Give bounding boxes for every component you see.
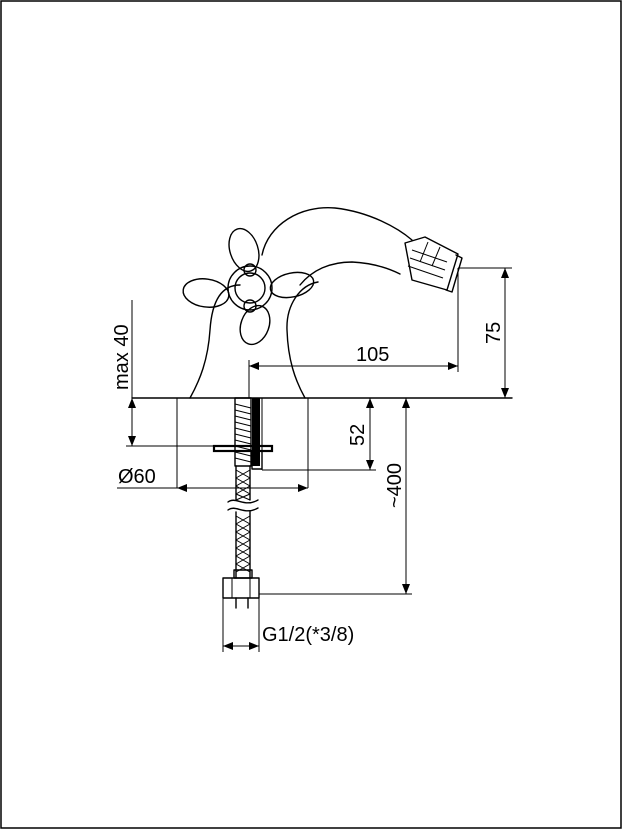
label-thread: G1/2(*3/8) [262,624,354,646]
dim-max-deck: max 40 [111,300,214,447]
dim-spout-height: 75 [458,267,512,398]
label-base-diameter: Ø60 [118,466,156,488]
label-hose-length: ~400 [384,463,406,508]
label-reach: 105 [356,344,389,366]
cross-handle [182,227,315,346]
countertop-block [176,398,309,488]
supply-hose [212,397,274,609]
dim-shank: 52 [262,398,376,471]
label-spout-height: 75 [483,322,505,344]
label-shank: 52 [347,424,369,446]
dim-thread: G1/2(*3/8) [222,598,354,652]
dim-reach: 105 [248,268,459,398]
dim-hose-length: ~400 [259,398,412,595]
dim-base-diameter: Ø60 [117,466,308,492]
aerator-nozzle [404,236,463,293]
label-max-deck: max 40 [111,324,133,390]
